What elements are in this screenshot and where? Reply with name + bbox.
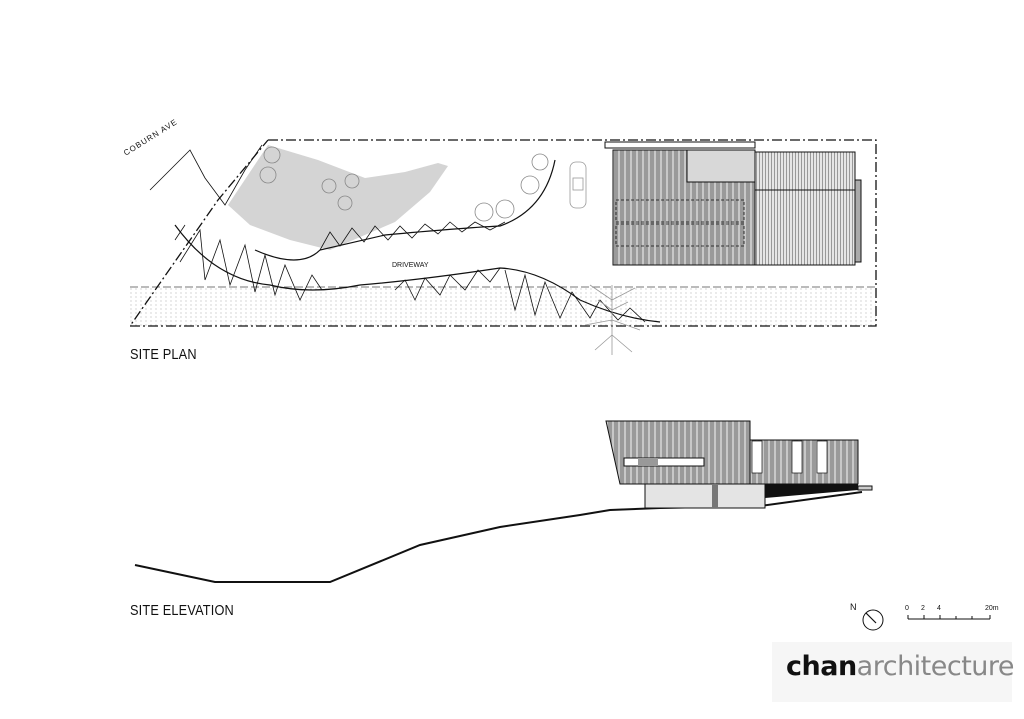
logo-bold: chan (786, 651, 857, 682)
north-arrow-icon (862, 609, 884, 631)
site-plan (128, 139, 877, 355)
lower-level (644, 483, 766, 509)
tree-symbols (259, 146, 549, 222)
street-tree (584, 284, 641, 355)
deck-underside (765, 484, 858, 498)
scale-tick-4: 4 (937, 605, 941, 612)
driveway-label: DRIVEWAY (392, 262, 429, 269)
house-plan (604, 141, 862, 266)
driveway-lower-edge (174, 224, 661, 323)
scale-tick-2: 2 (921, 605, 925, 612)
scale-tick-0: 0 (905, 605, 909, 612)
driveway-upper-edge (254, 159, 556, 261)
logo-panel (772, 642, 1012, 702)
scale-bar (907, 615, 991, 620)
landscape-area (228, 145, 448, 250)
logo-light: architecture (856, 651, 1015, 682)
site-elevation (134, 420, 873, 583)
logo: chanarchitecture (786, 651, 1015, 682)
nature-strip (130, 287, 876, 326)
retaining-batter (149, 144, 646, 323)
upper-window (623, 457, 705, 467)
site-elevation-title: SITE ELEVATION (130, 602, 234, 619)
site-boundary (128, 139, 877, 327)
upper-volume (605, 420, 751, 485)
site-plan-title: SITE PLAN (130, 346, 197, 363)
car-symbol (569, 161, 587, 209)
scale-tick-20: 20m (985, 605, 999, 612)
right-volume (749, 439, 859, 485)
north-label: N (850, 602, 857, 612)
